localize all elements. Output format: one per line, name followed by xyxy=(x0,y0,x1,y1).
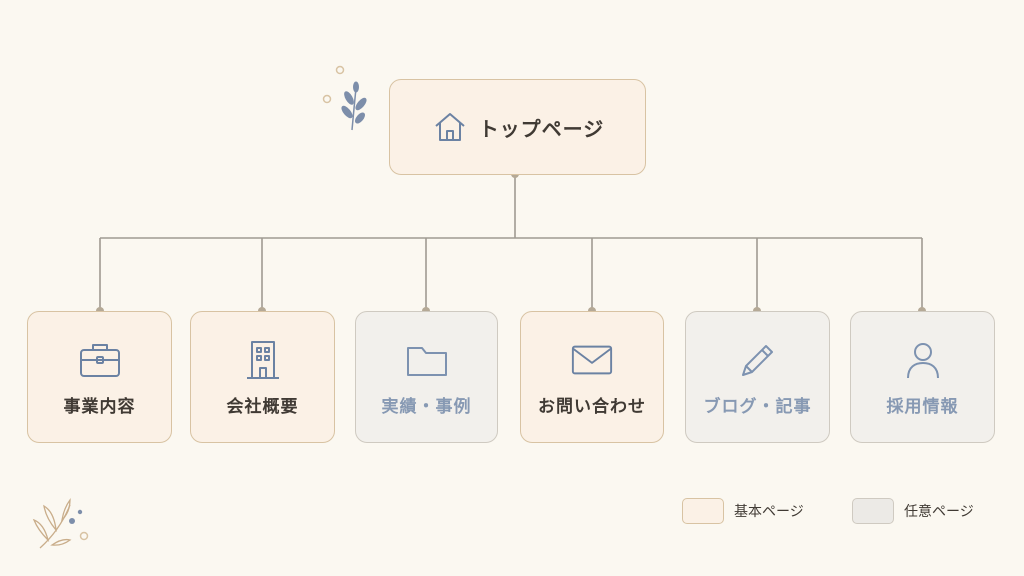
leaf-sprig-decoration xyxy=(341,81,367,131)
page-node-company[interactable]: 会社概要 xyxy=(190,311,335,443)
folder-icon xyxy=(405,338,449,382)
page-label: 採用情報 xyxy=(886,396,959,417)
leaf-branch-decoration xyxy=(32,498,72,549)
building-icon xyxy=(241,338,285,382)
tree-connectors xyxy=(99,174,923,311)
page-label: 実績・事例 xyxy=(381,396,472,417)
page-node-blog[interactable]: ブログ・記事 xyxy=(685,311,830,443)
connector-dots xyxy=(96,170,926,315)
page-node-recruit[interactable]: 採用情報 xyxy=(850,311,995,443)
top-page-node[interactable]: トップページ xyxy=(389,79,646,175)
page-node-contact[interactable]: お問い合わせ xyxy=(520,311,664,443)
envelope-icon xyxy=(570,338,614,382)
home-icon xyxy=(431,108,469,146)
dot-decoration xyxy=(322,94,332,104)
dot-decoration xyxy=(79,531,89,541)
page-label: ブログ・記事 xyxy=(703,396,812,417)
legend-label-optional: 任意ページ xyxy=(904,504,974,520)
dot-decoration xyxy=(69,518,75,524)
page-node-business[interactable]: 事業内容 xyxy=(27,311,172,443)
legend-basic: 基本ページ xyxy=(682,498,804,524)
legend-optional: 任意ページ xyxy=(852,498,974,524)
page-node-works[interactable]: 実績・事例 xyxy=(355,311,498,443)
legend-swatch-optional xyxy=(852,498,894,524)
person-icon xyxy=(901,338,945,382)
pencil-icon xyxy=(736,338,780,382)
legend-label-basic: 基本ページ xyxy=(734,504,804,520)
page-label: 事業内容 xyxy=(63,396,136,417)
page-label: 会社概要 xyxy=(226,396,299,417)
dot-decoration xyxy=(77,509,83,515)
top-page-label: トップページ xyxy=(478,116,605,141)
legend-swatch-basic xyxy=(682,498,724,524)
dot-decoration xyxy=(335,65,345,75)
page-label: お問い合わせ xyxy=(538,396,646,417)
briefcase-icon xyxy=(78,338,122,382)
